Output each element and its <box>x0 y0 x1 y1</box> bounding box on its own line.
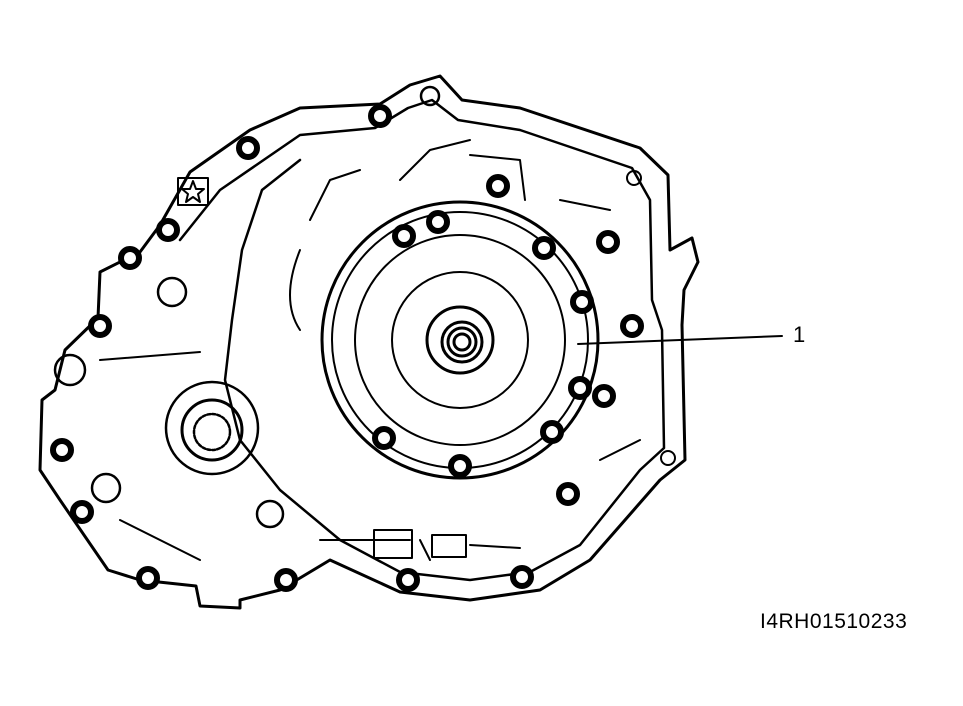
bolt <box>510 565 534 589</box>
bolt <box>486 174 510 198</box>
star-mark <box>177 177 209 206</box>
boss-square <box>431 534 467 558</box>
dowel-hole <box>626 170 642 186</box>
bolt <box>426 210 450 234</box>
bolt <box>236 136 260 160</box>
case-rib <box>99 139 641 561</box>
bolt <box>368 104 392 128</box>
bolt <box>136 566 160 590</box>
bolt <box>50 438 74 462</box>
bolt <box>596 230 620 254</box>
bolt <box>570 290 594 314</box>
case-outline <box>38 74 700 610</box>
differential-seal <box>180 398 244 462</box>
bolt <box>118 246 142 270</box>
bolt <box>392 224 416 248</box>
dowel-hole <box>419 85 441 107</box>
bolt <box>620 314 644 338</box>
case-flange <box>178 98 666 582</box>
boss-square <box>373 529 413 559</box>
bolt <box>556 482 580 506</box>
dowel-hole <box>90 472 122 504</box>
input-shaft-outer <box>440 320 484 364</box>
bolt-group <box>50 104 644 592</box>
bolt <box>156 218 180 242</box>
callout-label-1: 1 <box>793 322 806 347</box>
bolt <box>532 236 556 260</box>
input-shaft-mid <box>446 326 478 358</box>
differential-housing <box>164 380 260 476</box>
input-shaft-inner <box>452 332 472 352</box>
converter-face <box>391 271 529 409</box>
bolt <box>568 376 592 400</box>
differential-spline <box>192 412 232 452</box>
bolt <box>592 384 616 408</box>
callout-leader-line <box>577 335 783 345</box>
dowel-hole <box>156 276 188 308</box>
figure-code: I4RH01510233 <box>760 610 908 633</box>
converter-housing-inner <box>354 234 566 446</box>
bolt <box>396 568 420 592</box>
dowel-hole <box>53 353 87 387</box>
bolt <box>88 314 112 338</box>
bolt <box>70 500 94 524</box>
dowel-hole <box>660 450 676 466</box>
bolt <box>448 454 472 478</box>
dowel-hole <box>255 499 285 529</box>
bolt <box>274 568 298 592</box>
bolt <box>540 420 564 444</box>
converter-hub <box>425 305 495 375</box>
bolt <box>372 426 396 450</box>
